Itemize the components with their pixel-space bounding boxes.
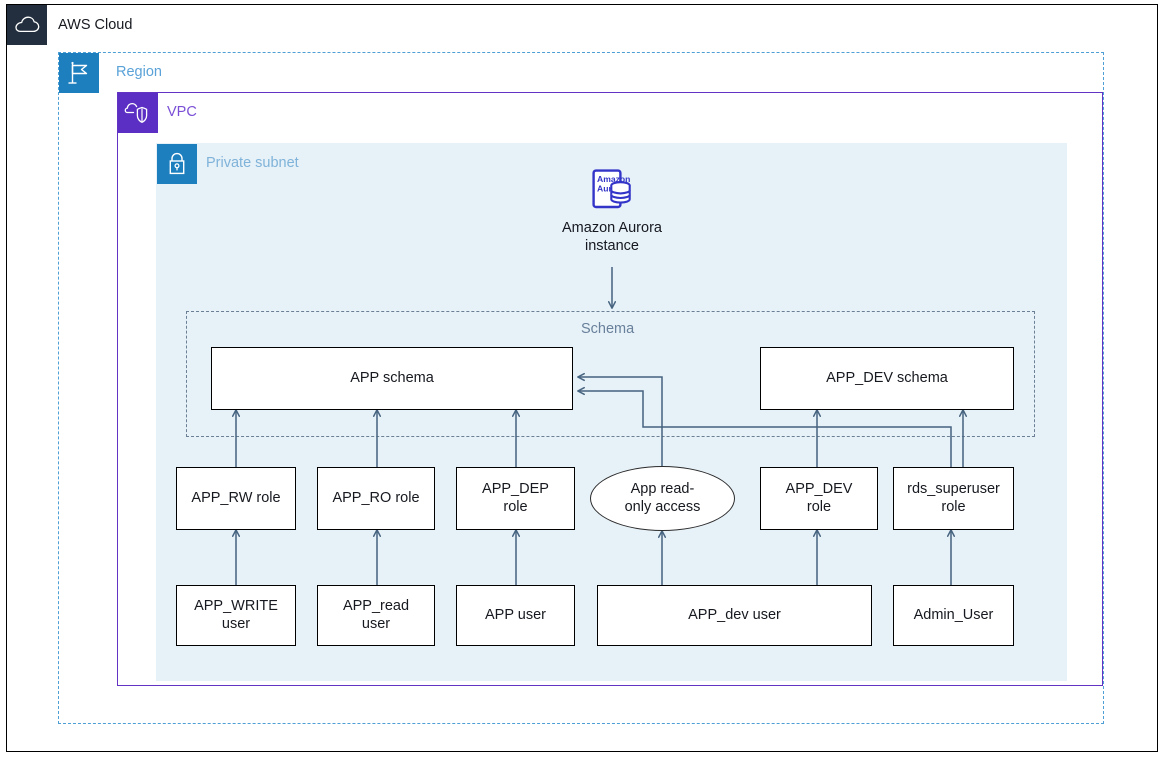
- group-label-schema: Schema: [581, 321, 635, 337]
- group-region: [58, 52, 1104, 724]
- node-rds-superuser-role[interactable]: rds_superuser role: [893, 467, 1014, 530]
- region-flag-icon: [59, 53, 99, 93]
- svg-text:Amazon: Amazon: [597, 174, 630, 184]
- node-app-user[interactable]: APP user: [456, 585, 575, 646]
- node-app-dev-user[interactable]: APP_dev user: [597, 585, 872, 646]
- group-label-vpc: VPC: [167, 104, 197, 120]
- aws-cloud-icon: [7, 5, 47, 45]
- vpc-icon: [118, 93, 158, 133]
- node-admin-user[interactable]: Admin_User: [893, 585, 1014, 646]
- resource-label-amazon-aurora-instance: Amazon Aurora instance: [562, 220, 662, 254]
- node-app-rw-role[interactable]: APP_RW role: [176, 467, 296, 530]
- node-app-write-user[interactable]: APP_WRITE user: [176, 585, 296, 646]
- node-app-ro-role[interactable]: APP_RO role: [317, 467, 435, 530]
- node-app-dev-schema[interactable]: APP_DEV schema: [760, 347, 1014, 410]
- node-app-read-only-access[interactable]: App read- only access: [590, 466, 735, 531]
- resource-amazon-aurora-instance: Amazon Aurora Amazon Aurora instance: [555, 165, 669, 255]
- node-app-dep-role[interactable]: APP_DEP role: [456, 467, 575, 530]
- amazon-aurora-icon: Amazon Aurora: [588, 165, 636, 213]
- group-vpc: [117, 92, 1103, 686]
- node-app-dev-role[interactable]: APP_DEV role: [760, 467, 878, 530]
- private-subnet-lock-icon: [157, 144, 197, 184]
- node-app-read-user[interactable]: APP_read user: [317, 585, 435, 646]
- group-label-region: Region: [116, 64, 162, 80]
- group-label-private-subnet: Private subnet: [206, 155, 299, 171]
- node-app-schema[interactable]: APP schema: [211, 347, 573, 410]
- group-label-aws-cloud: AWS Cloud: [58, 17, 133, 33]
